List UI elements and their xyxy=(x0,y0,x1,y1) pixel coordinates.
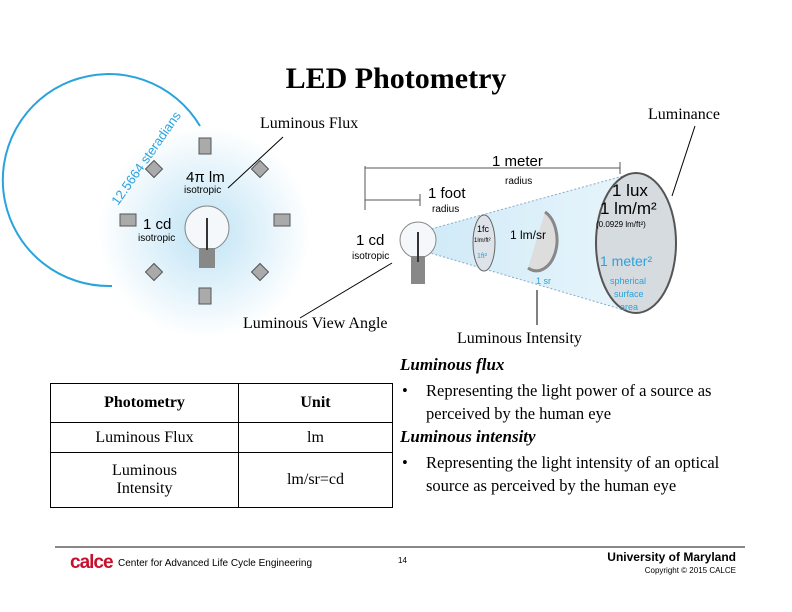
footer-divider xyxy=(55,546,745,548)
bulb-icon xyxy=(399,221,437,284)
fc-label: 1fc xyxy=(477,224,490,234)
steradian-arrow-icon xyxy=(527,210,559,273)
spherical: spherical xyxy=(610,276,646,286)
definition-bullet: Representing the light intensity of an o… xyxy=(400,451,750,497)
flux-value: 4π lm xyxy=(186,169,225,186)
area: area xyxy=(620,302,638,312)
right-cd-sub: isotropic xyxy=(352,251,389,262)
callout-lines xyxy=(227,125,696,325)
university-name: University of Maryland xyxy=(607,550,736,564)
table-header: Photometry xyxy=(50,383,239,423)
left-cd-sub: isotropic xyxy=(138,233,175,244)
table-cell: Luminous Intensity xyxy=(50,452,239,508)
lmsr-label: 1 lm/sr xyxy=(510,228,546,242)
definition-bullet: Representing the light power of a source… xyxy=(400,379,750,425)
light-cone xyxy=(420,173,634,313)
page-number: 14 xyxy=(398,556,407,565)
callout-luminous-flux: Luminous Flux xyxy=(260,115,359,132)
callout-luminance: Luminance xyxy=(648,106,720,123)
sr-label: 1 sr xyxy=(536,276,551,286)
copyright: Copyright © 2015 CALCE xyxy=(644,566,736,575)
meter-sub: radius xyxy=(505,176,532,187)
steradian-arc xyxy=(1,73,201,288)
fc-sub: 1lm/ft² xyxy=(474,238,491,244)
photometry-diagram: 12.5664 steradians 4π lm isotropic 1 cd … xyxy=(1,73,696,338)
definitions: Luminous flux Representing the light pow… xyxy=(400,355,750,497)
ft2-label: 1ft² xyxy=(477,253,488,260)
right-cd-value: 1 cd xyxy=(356,232,384,249)
center-name: Center for Advanced Life Cycle Engineeri… xyxy=(118,558,313,569)
flux-sub: isotropic xyxy=(184,185,221,196)
slide-title: LED Photometry xyxy=(285,62,507,95)
foot-surface xyxy=(472,214,496,272)
definition-heading: Luminous flux xyxy=(400,355,505,374)
table-cell: lm xyxy=(238,422,393,453)
table-cell: lm/sr=cd xyxy=(238,452,393,508)
lux-label: 1 lux xyxy=(612,181,648,200)
flux-arrows-icon xyxy=(119,137,291,305)
callout-view-angle: Luminous View Angle xyxy=(243,315,388,332)
surface: surface xyxy=(614,289,644,299)
callout-luminous-intensity: Luminous Intensity xyxy=(457,330,582,347)
lux-lmm2: 1 lm/m² xyxy=(600,199,657,218)
definition-heading: Luminous intensity xyxy=(400,427,536,446)
table-cell: Luminous Flux xyxy=(50,422,239,453)
bulb-icon xyxy=(184,205,230,268)
lux-lmft2: (0.0929 lm/ft²) xyxy=(596,220,646,229)
left-cd-value: 1 cd xyxy=(143,216,171,233)
foot-label: 1 foot xyxy=(428,185,466,202)
calce-logo: calce xyxy=(70,552,114,573)
meter-label: 1 meter xyxy=(492,153,543,170)
meter-surface xyxy=(595,172,677,314)
m2-label: 1 meter² xyxy=(600,253,652,269)
table-header: Unit xyxy=(238,383,393,423)
foot-sub: radius xyxy=(432,204,459,215)
